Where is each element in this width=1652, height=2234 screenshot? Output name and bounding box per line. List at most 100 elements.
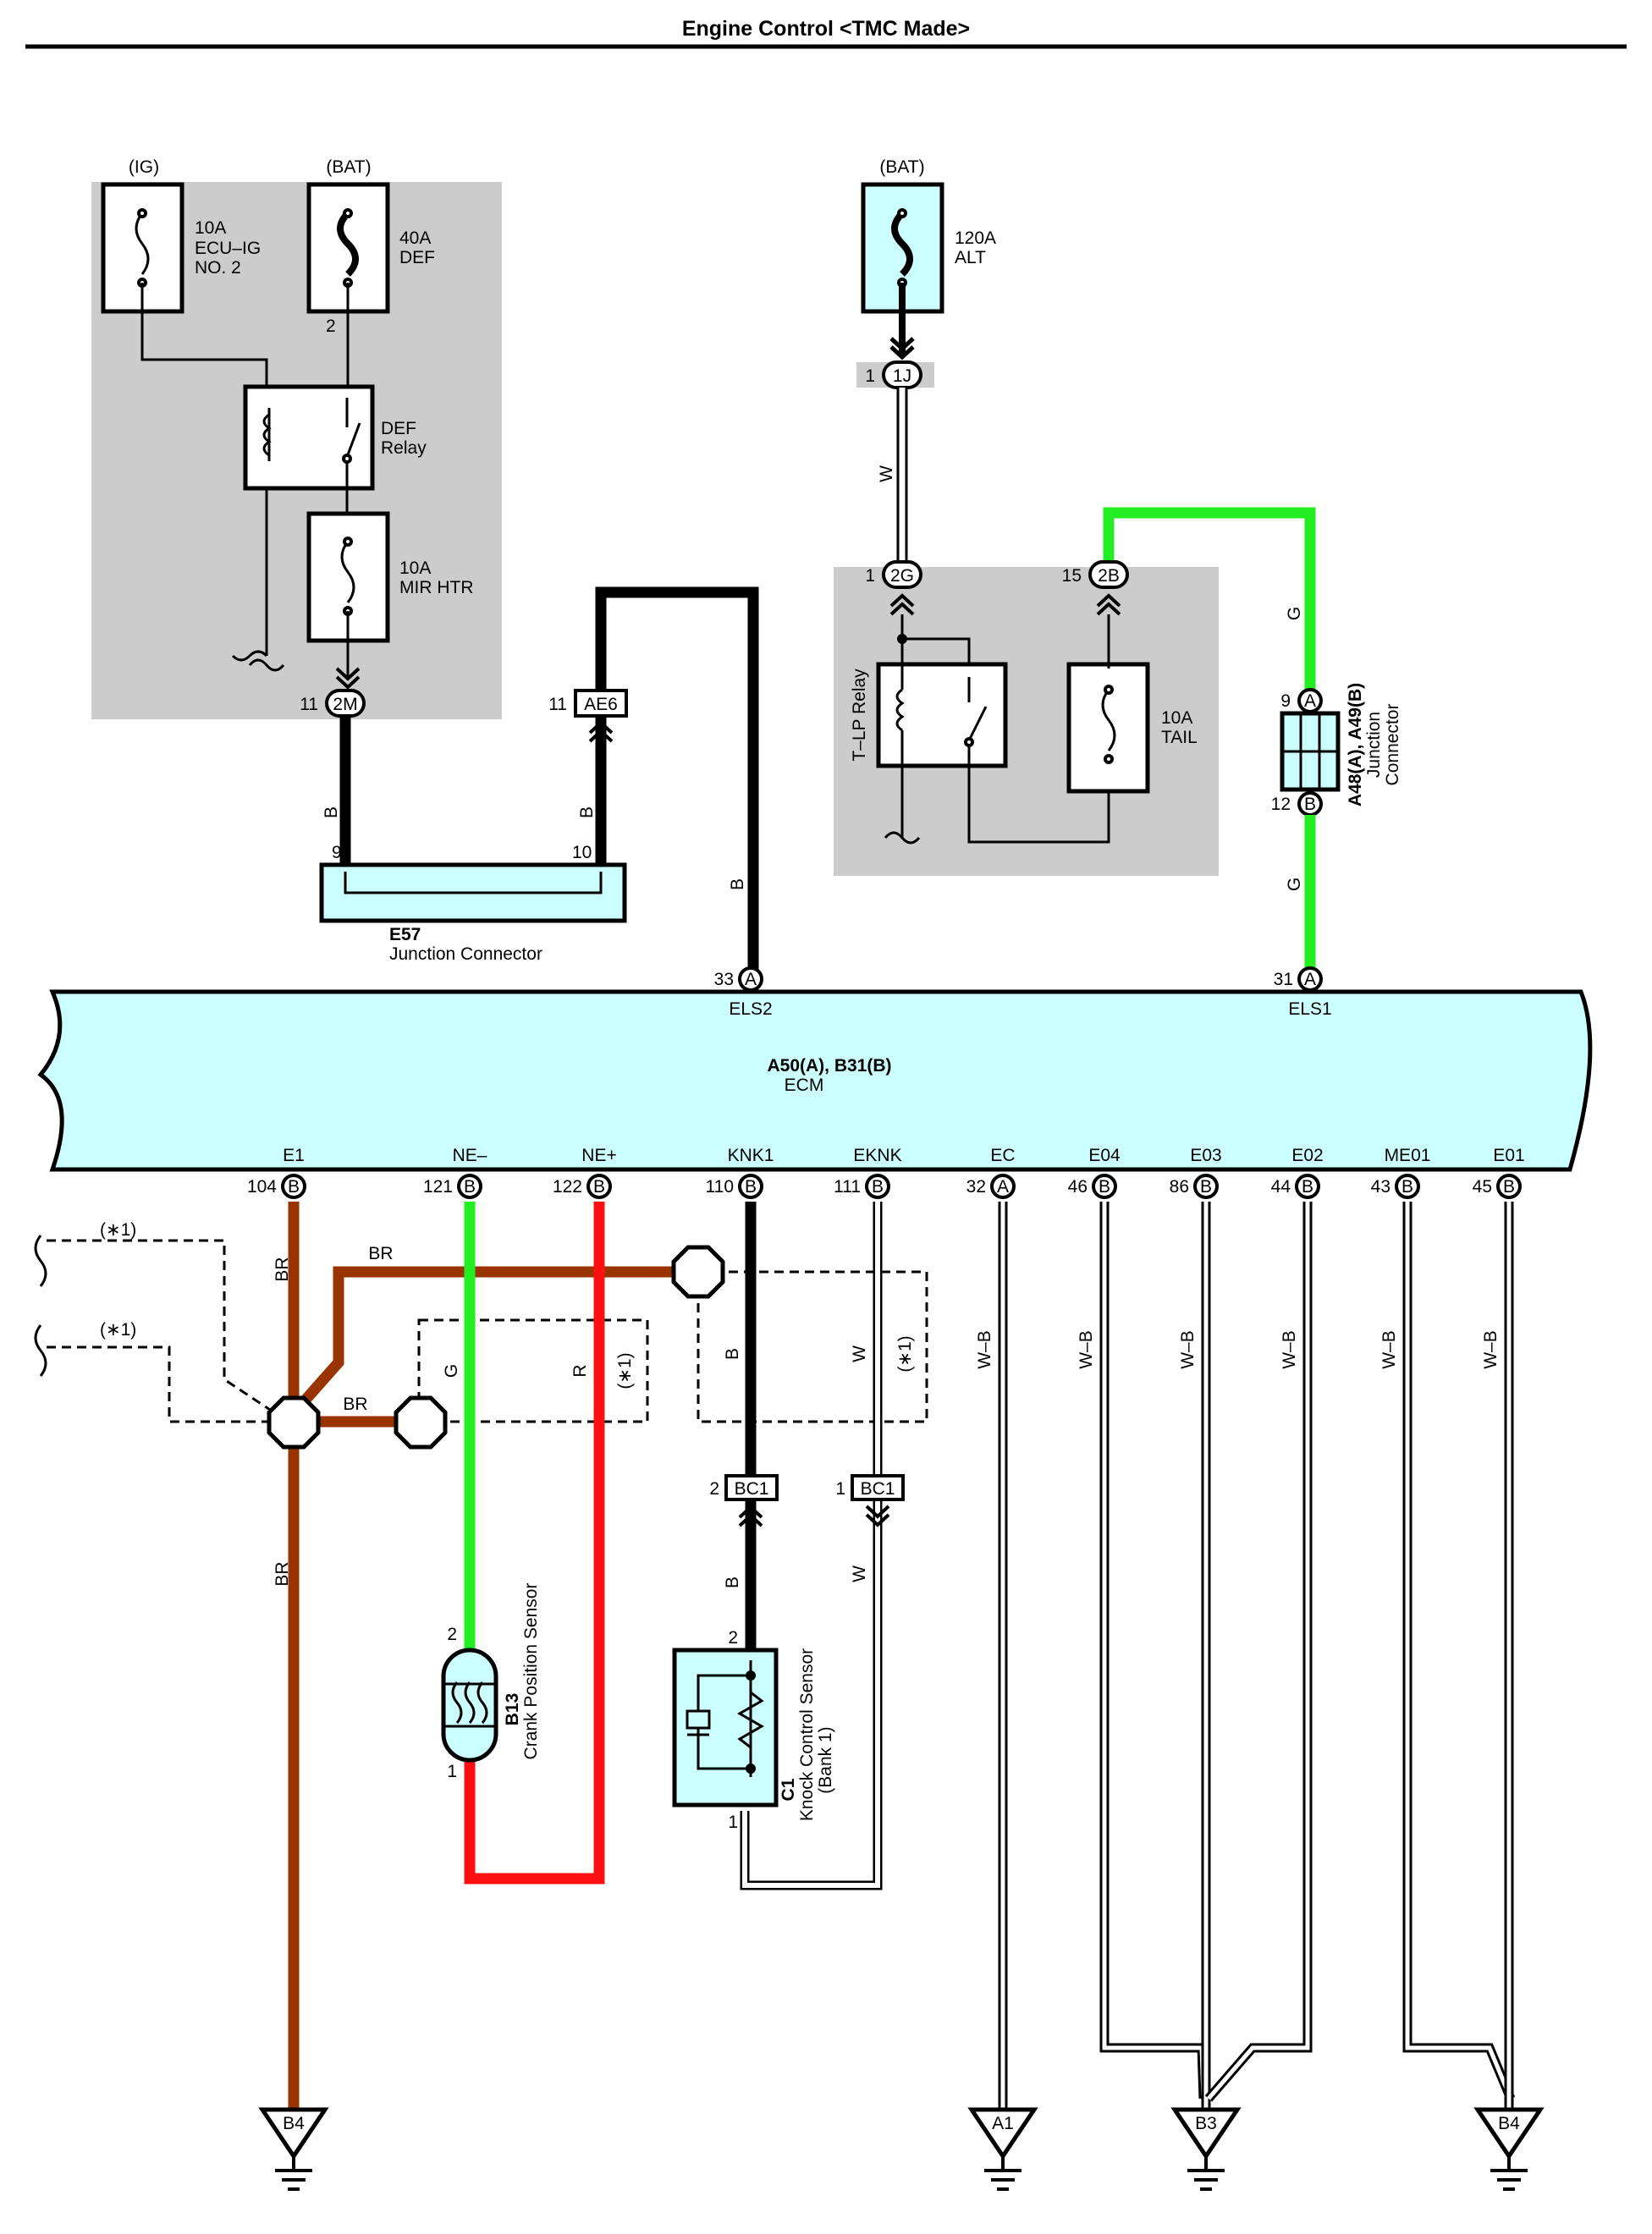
pin-number: 32 <box>966 1177 986 1197</box>
tlp-relay <box>876 662 1008 768</box>
fuse-def-symbol <box>337 211 359 277</box>
fuse-def-amp: 40A <box>399 228 431 248</box>
svg-text:BC1: BC1 <box>861 1479 895 1499</box>
svg-text:G: G <box>442 1364 461 1378</box>
wire-g-2b <box>1103 507 1316 690</box>
svg-text:10: 10 <box>572 843 592 862</box>
svg-text:2B: 2B <box>1098 566 1120 586</box>
knock-code: C1 <box>779 1778 798 1801</box>
svg-text:B: B <box>1304 795 1316 814</box>
page-title: Engine Control <TMC Made> <box>682 17 970 41</box>
ig-source-label: (IG) <box>129 157 159 177</box>
pin-letter: B <box>1302 1177 1313 1197</box>
svg-text:B: B <box>723 1576 742 1588</box>
connector-2b <box>1088 560 1129 589</box>
pin-label: ME01 <box>1385 1146 1431 1165</box>
connector-ae6 <box>574 689 628 718</box>
pin-letter: B <box>745 1177 757 1197</box>
svg-text:2: 2 <box>728 1628 738 1648</box>
svg-text:1: 1 <box>835 1479 845 1499</box>
svg-text:15: 15 <box>1062 566 1082 586</box>
pin-number: 44 <box>1271 1177 1291 1197</box>
fuse-tail-name: TAIL <box>1161 728 1198 747</box>
pin-number: 86 <box>1170 1177 1189 1197</box>
svg-text:B: B <box>577 806 597 818</box>
bat-source-label-1: (BAT) <box>326 157 371 177</box>
svg-text:W–B: W–B <box>1481 1330 1501 1369</box>
pin-number: 43 <box>1371 1177 1390 1197</box>
pin-number: 121 <box>423 1177 453 1197</box>
pin-number: 33 <box>714 970 734 989</box>
star1-note-3: (∗1) <box>615 1352 635 1389</box>
svg-text:12: 12 <box>1271 795 1291 814</box>
fuse-alt-amp: 120A <box>955 228 996 248</box>
e57-name: Junction Connector <box>389 944 542 964</box>
pin-label: EC <box>990 1146 1015 1165</box>
fuse-ecu-ig-no: NO. 2 <box>195 258 241 278</box>
bat-source-label-2: (BAT) <box>879 157 924 177</box>
svg-text:1: 1 <box>728 1813 738 1832</box>
ground-symbol-tlp <box>884 831 921 845</box>
svg-text:G: G <box>1285 878 1304 891</box>
svg-text:A: A <box>1304 691 1316 711</box>
svg-text:W: W <box>850 1565 869 1582</box>
crank-name: Crank Position Sensor <box>521 1583 541 1760</box>
wire-b-els2 <box>595 586 759 973</box>
svg-text:9: 9 <box>1280 691 1291 711</box>
wire-br-shield <box>289 1266 694 1417</box>
pin-number: 111 <box>834 1177 861 1197</box>
ecm-box <box>37 989 1593 1172</box>
svg-text:W: W <box>850 1345 869 1362</box>
ecm-name: ECM <box>785 1076 824 1095</box>
pin-letter: A <box>1304 970 1316 989</box>
a48-name-1: Junction <box>1364 712 1384 778</box>
svg-text:2G: 2G <box>890 566 914 586</box>
svg-text:R: R <box>570 1364 590 1377</box>
svg-text:B: B <box>728 878 747 890</box>
svg-text:W–B: W–B <box>975 1330 994 1369</box>
connector-2g <box>882 560 922 589</box>
fuse-def-pin: 2 <box>326 316 336 336</box>
ground-b4-left <box>258 2107 329 2191</box>
svg-text:B4: B4 <box>1498 2114 1520 2133</box>
pin-letter: B <box>593 1177 605 1197</box>
svg-text:W: W <box>877 465 896 482</box>
pin-label: KNK1 <box>728 1146 774 1165</box>
pin-label: E04 <box>1088 1146 1121 1165</box>
crank-position-sensor <box>441 1648 498 1763</box>
svg-text:2: 2 <box>709 1479 719 1499</box>
pin-label: NE+ <box>581 1146 616 1165</box>
svg-text:BR: BR <box>273 1561 292 1586</box>
svg-text:B: B <box>322 806 341 818</box>
a48-name-2: Connector <box>1383 704 1402 786</box>
pin-letter: B <box>288 1177 300 1197</box>
star1-note-1: (∗1) <box>100 1220 136 1240</box>
wire-r-ne-plus <box>464 1202 605 1885</box>
svg-text:W–B: W–B <box>1077 1330 1096 1369</box>
pin-letter: B <box>1503 1177 1515 1197</box>
pin-label: EKNK <box>853 1146 901 1165</box>
svg-text:BR: BR <box>273 1257 292 1281</box>
def-relay-label-2: Relay <box>381 438 427 458</box>
svg-text:1: 1 <box>865 566 875 586</box>
svg-text:W–B: W–B <box>1379 1330 1399 1369</box>
ground-symbol-def-relay <box>248 658 285 672</box>
ecm-bottom-pins: E1B104NE–B121NE+B122KNK1B110EKNKB111ECA3… <box>247 1146 1525 1199</box>
tlp-relay-label: T–LP Relay <box>850 669 869 762</box>
pin-letter: A <box>745 970 757 989</box>
star1-note-2: (∗1) <box>100 1320 136 1340</box>
pin-number: 45 <box>1473 1177 1492 1197</box>
svg-text:1: 1 <box>447 1762 457 1781</box>
star1-note-4: (∗1) <box>895 1335 915 1372</box>
pin-number: 46 <box>1068 1177 1088 1197</box>
pin-number: 110 <box>706 1177 734 1197</box>
